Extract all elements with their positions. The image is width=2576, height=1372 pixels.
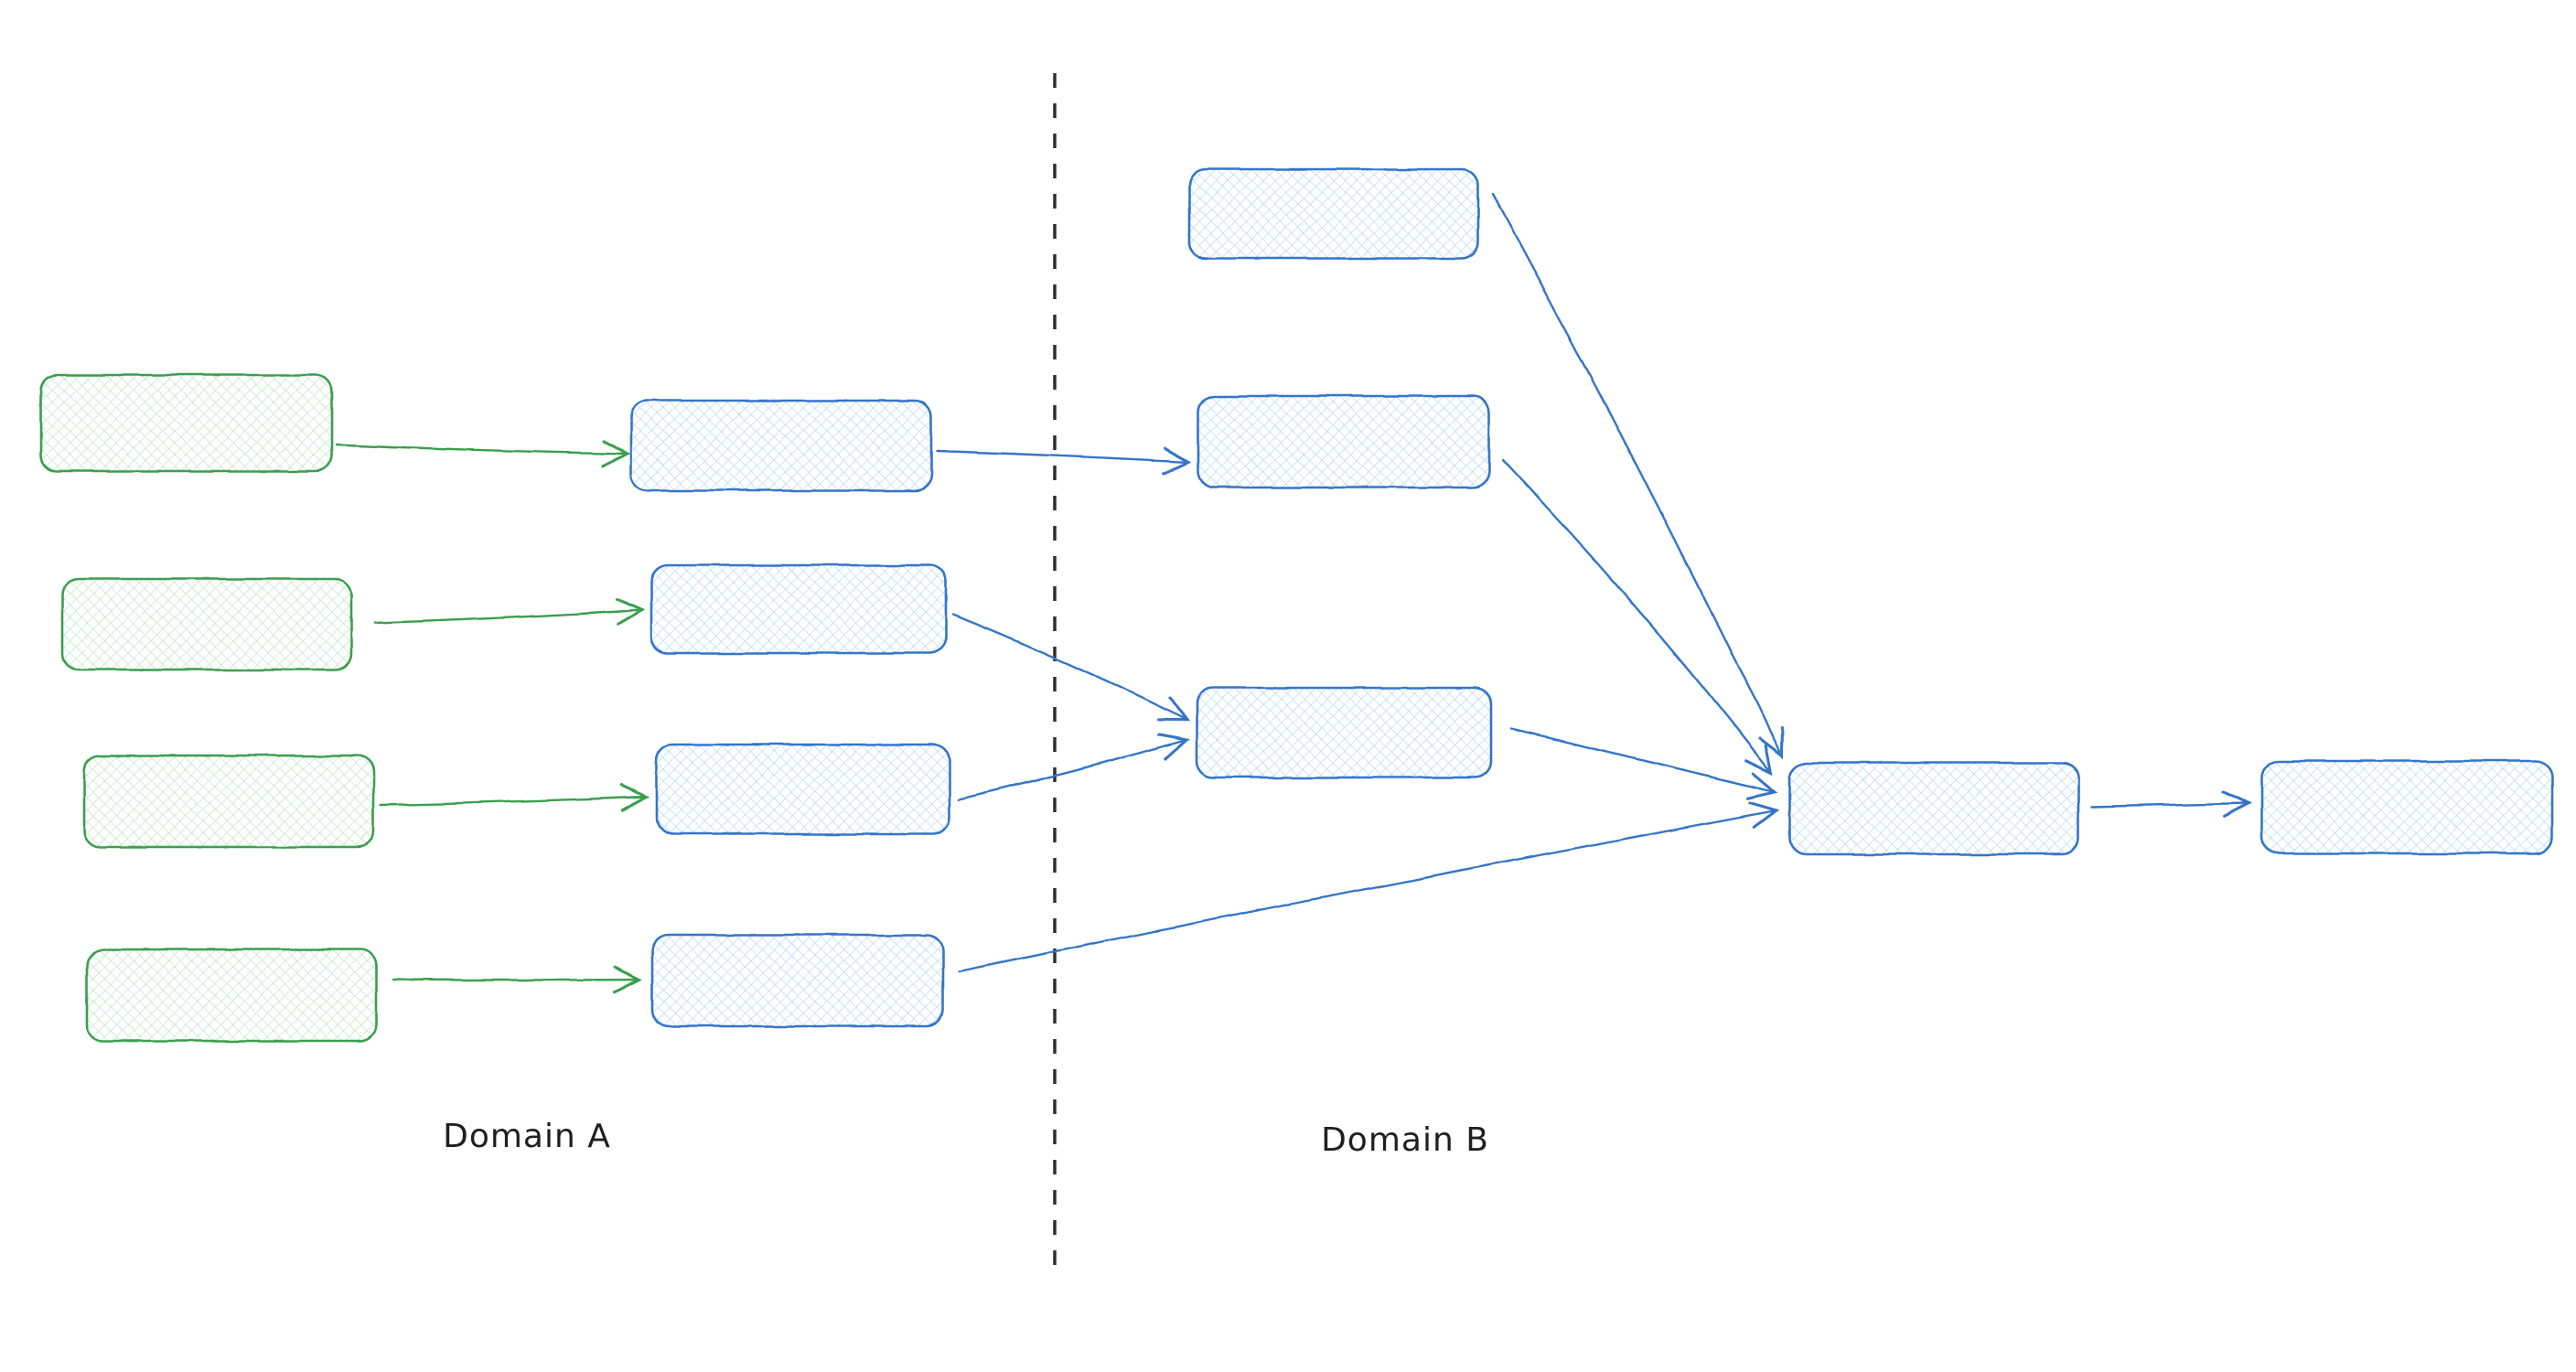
source-box-3	[82, 754, 375, 849]
arrow-source3-stage3	[379, 784, 650, 812]
stage-box-2	[649, 563, 948, 655]
arrow-target2-aggregator	[1501, 458, 1774, 776]
target-box-1	[1187, 167, 1480, 260]
arrow-stage3-target3	[957, 733, 1190, 801]
aggregator-box	[1787, 761, 2080, 856]
arrow-target1-aggregator	[1491, 193, 1784, 759]
arrow-source4-stage4	[392, 966, 643, 994]
arrow-source1-stage1	[335, 439, 631, 467]
source-box-2	[60, 577, 353, 671]
diagram-shapes	[39, 167, 2554, 1043]
stage-box-1	[629, 399, 933, 492]
arrow-stage2-target3	[951, 613, 1190, 722]
arrow-aggregator-output	[2089, 789, 2252, 818]
domain-b-label: Domain B	[1321, 1121, 1489, 1159]
source-box-1	[39, 373, 334, 473]
arrow-target3-aggregator	[1509, 727, 1778, 800]
source-box-4	[85, 948, 378, 1043]
target-box-2	[1197, 394, 1491, 489]
arrow-stage1-target2	[935, 446, 1192, 475]
output-box	[2259, 759, 2554, 855]
arrow-stage4-aggregator	[957, 801, 1780, 973]
target-box-3	[1195, 686, 1493, 779]
domain-a-label: Domain A	[443, 1118, 611, 1155]
stage-box-3	[655, 743, 951, 836]
arrow-source2-stage2	[373, 597, 646, 626]
stage-box-4	[650, 933, 945, 1028]
